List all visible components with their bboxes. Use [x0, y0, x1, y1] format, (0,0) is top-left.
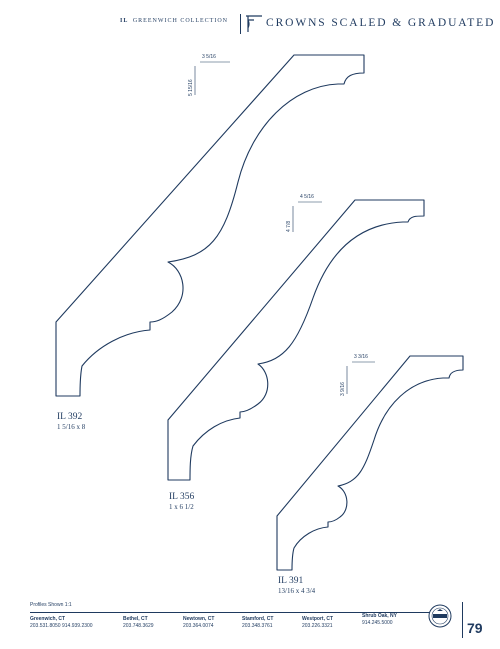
dimension-width-391: 3 3/16: [354, 354, 368, 360]
location-city: Bethel, CT: [123, 616, 148, 622]
dimension-height-391: 3 9/16: [340, 382, 346, 396]
location-bethel: Bethel, CT 203.748.3629: [123, 616, 154, 629]
profile-label-il-391: IL 391 13/16 x 4 3/4: [278, 576, 315, 596]
profile-code: IL 391: [278, 576, 304, 586]
location-greenwich: Greenwich, CT 203.531.8050 914.939.2300: [30, 616, 93, 629]
location-shrub-oak: Shrub Oak, NY 914.245.5000: [362, 613, 397, 626]
header-divider: [240, 14, 241, 34]
location-phone: 203.364.0074: [183, 622, 214, 629]
brand-initials: IL: [120, 18, 129, 24]
footer-rule: [30, 612, 430, 613]
brand-collection: IL GREENWICH COLLECTION: [120, 18, 228, 24]
location-newtown: Newtown, CT 203.364.0074: [183, 616, 214, 629]
location-city: Shrub Oak, NY: [362, 613, 398, 619]
dimension-height-392: 5 15/16: [188, 79, 194, 96]
profile-il-356: [167, 199, 425, 481]
scale-note: Profiles Shown 1:1: [30, 602, 72, 608]
brand-name: GREENWICH COLLECTION: [132, 18, 228, 24]
location-phone: 203.748.3629: [123, 622, 154, 629]
dimension-width-356: 4 5/16: [300, 194, 314, 200]
profile-size: 1 5/16 x 8: [57, 423, 86, 431]
profile-il-392: [55, 54, 365, 397]
profile-code: IL 392: [57, 412, 83, 422]
location-phone: 914.245.5000: [362, 619, 393, 626]
page-title: CROWNS SCALED & GRADUATED: [266, 17, 496, 29]
location-city: Greenwich, CT: [30, 616, 66, 622]
profile-size: 13/16 x 4 3/4: [278, 587, 316, 595]
company-seal-icon: [428, 604, 452, 628]
location-city: Westport, CT: [302, 616, 334, 622]
location-phone: 203.226.3321: [302, 622, 333, 629]
location-westport: Westport, CT 203.226.3321: [302, 616, 333, 629]
page-header: IL GREENWICH COLLECTION CROWNS SCALED & …: [0, 10, 500, 36]
page-number: 79: [467, 620, 483, 636]
profile-il-391: [276, 355, 464, 571]
dimension-width-392: 3 5/16: [202, 54, 216, 60]
crown-molding-logo-icon: [246, 15, 262, 32]
profile-code: IL 356: [169, 492, 195, 502]
location-city: Newtown, CT: [183, 616, 215, 622]
profile-size: 1 x 6 1/2: [169, 503, 194, 511]
location-city: Stamford, CT: [242, 616, 274, 622]
profile-label-il-356: IL 356 1 x 6 1/2: [169, 492, 194, 512]
page-number-rule: [462, 602, 463, 638]
dimension-height-356: 4 7/8: [286, 220, 292, 232]
location-stamford: Stamford, CT 203.348.3761: [242, 616, 273, 629]
location-phone: 203.348.3761: [242, 622, 273, 629]
location-phone: 203.531.8050 914.939.2300: [30, 622, 93, 629]
page-footer: Profiles Shown 1:1 Greenwich, CT 203.531…: [0, 600, 500, 649]
profile-label-il-392: IL 392 1 5/16 x 8: [57, 412, 85, 432]
